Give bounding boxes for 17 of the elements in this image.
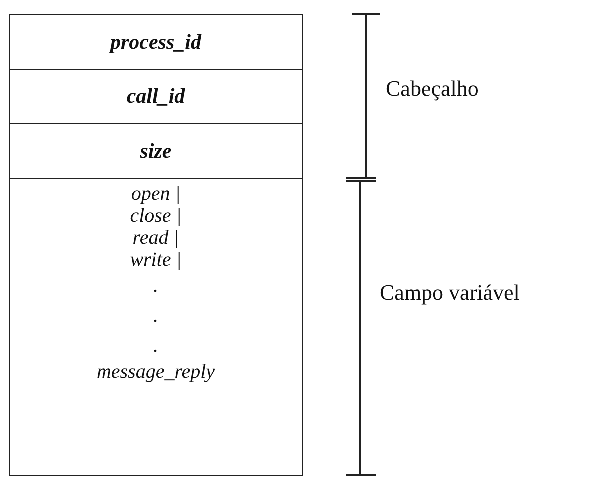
section-label: Cabeçalho [386, 76, 479, 102]
message-type: close | [130, 205, 182, 227]
header-field [9, 14, 303, 70]
header-field [9, 123, 303, 179]
message-type: . [154, 334, 158, 359]
message-type: open | [131, 183, 181, 205]
header-field [9, 69, 303, 124]
message-type: read | [132, 227, 180, 249]
field-name: call_id [126, 84, 186, 109]
message-type: . [154, 304, 158, 329]
message-type: . [154, 274, 158, 299]
field-name: process_id [110, 30, 202, 54]
message-type: message_reply [96, 361, 216, 383]
field-name: size [140, 138, 172, 164]
message-type: write | [130, 249, 182, 271]
section-label: Campo variável [380, 280, 520, 306]
variable-field [9, 178, 303, 476]
